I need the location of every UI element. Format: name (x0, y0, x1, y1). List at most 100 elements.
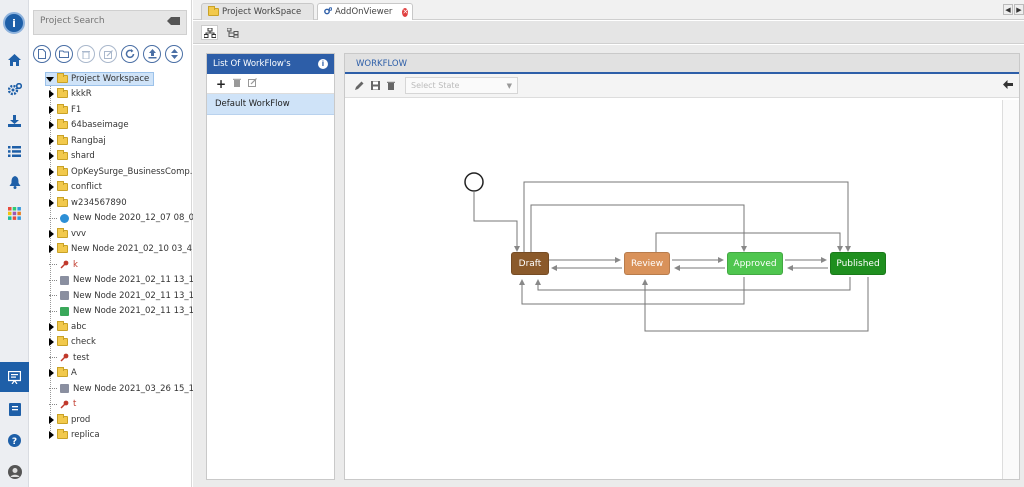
tab-project-workspace[interactable]: Project WorkSpace (201, 3, 314, 20)
tree-item-label: prod (71, 414, 91, 425)
tree-item[interactable]: k (49, 258, 78, 272)
project-search-box[interactable] (33, 10, 187, 35)
apps-grid-icon[interactable] (7, 206, 22, 221)
tree-item[interactable]: New Node 2021_03_26 15_1... (49, 382, 202, 396)
sort-icon[interactable] (165, 45, 183, 63)
select-state-dropdown[interactable]: Select State ▼ (405, 77, 518, 94)
tree-item[interactable]: check (49, 335, 96, 349)
tree-item-label: abc (71, 321, 87, 332)
expand-icon[interactable] (49, 369, 54, 377)
delete-icon[interactable] (77, 45, 95, 63)
workflow-toolbar: Select State ▼ (345, 74, 1019, 98)
edit-icon[interactable] (99, 45, 117, 63)
state-label: Approved (733, 258, 777, 269)
book-icon[interactable] (7, 402, 22, 417)
open-folder-icon[interactable] (55, 45, 73, 63)
arrow-left-icon[interactable] (1003, 80, 1013, 92)
add-icon[interactable]: + (216, 76, 227, 91)
tree-item[interactable]: replica (49, 428, 100, 442)
state-node-published[interactable]: Published (830, 252, 886, 275)
pin-icon (60, 260, 69, 269)
tree-item[interactable]: kkkR (49, 87, 92, 101)
tree-item[interactable]: New Node 2021_02_10 03_4... (49, 242, 200, 256)
tree-item[interactable]: New Node 2021_02_11 13_1... (49, 273, 202, 287)
tree-item-label: A (71, 368, 77, 378)
presentation-icon[interactable] (7, 370, 22, 385)
tree-item[interactable]: vvv (49, 227, 86, 241)
tree-item[interactable]: conflict (49, 180, 102, 194)
tree-item[interactable]: w234567890 (49, 196, 127, 210)
workflow-list-item[interactable]: Default WorkFlow (207, 94, 334, 115)
app-logo[interactable]: i (3, 12, 25, 34)
close-tab-icon[interactable]: ✕ (402, 7, 409, 17)
tree-root-project-workspace[interactable]: Project Workspace (45, 72, 155, 86)
tabs-scroll-right-icon[interactable]: ▶ (1014, 4, 1024, 15)
tabs-scroll-left-icon[interactable]: ◀ (1003, 4, 1013, 15)
tree-item[interactable]: A (49, 366, 77, 380)
avatar-icon[interactable] (7, 464, 22, 479)
pin-icon (60, 400, 69, 409)
tree-item[interactable]: New Node 2021_02_11 13_1... (49, 289, 202, 303)
list-icon[interactable] (7, 144, 22, 159)
bell-icon[interactable] (7, 175, 22, 190)
trash-icon[interactable] (386, 80, 396, 90)
edit-icon[interactable] (248, 77, 257, 90)
expand-icon[interactable] (49, 121, 54, 129)
tree-item[interactable]: abc (49, 320, 86, 334)
tree-item-label: New Node 2021_02_11 13_1... (73, 306, 203, 316)
expand-icon[interactable] (49, 152, 54, 160)
tab-addonviewer[interactable]: AddOnViewer ✕ (317, 3, 413, 20)
state-node-review[interactable]: Review (624, 252, 670, 275)
tree-connector (49, 388, 57, 389)
gears-icon[interactable] (7, 82, 22, 97)
folder-icon (57, 196, 68, 207)
expand-icon[interactable] (49, 183, 54, 191)
tab-label: Project WorkSpace (222, 7, 302, 17)
expand-icon[interactable] (49, 167, 54, 176)
info-icon[interactable]: i (318, 59, 328, 69)
upload-icon[interactable] (143, 45, 161, 63)
tree-item[interactable]: New Node 2020_12_07 08_0... (49, 211, 202, 225)
expand-icon[interactable] (49, 322, 54, 331)
delete-icon[interactable] (233, 78, 242, 90)
tree-item[interactable]: OpKeySurge_BusinessComp... (49, 165, 198, 179)
new-file-icon[interactable] (33, 45, 51, 63)
eraser-icon[interactable] (167, 17, 180, 29)
state-node-draft[interactable]: Draft (511, 252, 549, 275)
tree-item-label: New Node 2020_12_07 08_0... (73, 213, 203, 223)
project-search-input[interactable] (40, 16, 160, 26)
tree-item[interactable]: prod (49, 413, 90, 427)
tree-item[interactable]: Rangbaj (49, 134, 106, 148)
expand-icon[interactable] (49, 105, 54, 114)
expand-icon[interactable] (49, 136, 54, 145)
expand-icon[interactable] (49, 431, 54, 439)
tree-item[interactable]: t (49, 397, 76, 411)
expand-icon[interactable] (49, 245, 54, 253)
tree-item[interactable]: test (49, 351, 89, 365)
tab-workflow[interactable]: WORKFLOW (356, 59, 407, 69)
expand-icon[interactable] (49, 415, 54, 424)
project-tree-panel: Project Workspace kkkR F164baseimageRangb… (29, 0, 222, 487)
expand-icon[interactable] (49, 229, 54, 238)
expand-icon[interactable] (49, 338, 54, 346)
download-icon[interactable] (7, 113, 22, 128)
collapse-icon[interactable] (46, 76, 54, 82)
refresh-icon[interactable] (121, 45, 139, 63)
tree-item[interactable]: shard (49, 149, 95, 163)
folder-icon (57, 134, 68, 145)
tree-item[interactable]: 64baseimage (49, 118, 129, 132)
tree-item-label: Project Workspace (71, 74, 150, 84)
pencil-icon[interactable] (354, 80, 364, 90)
expand-icon[interactable] (49, 90, 54, 98)
home-icon[interactable] (7, 52, 22, 67)
workflow-view-icon[interactable] (201, 25, 218, 40)
state-node-approved[interactable]: Approved (727, 252, 783, 275)
tree-item-label: w234567890 (71, 197, 127, 208)
tree-item[interactable]: New Node 2021_02_11 13_1... (49, 304, 202, 318)
tree-item[interactable]: F1 (49, 103, 81, 117)
hierarchy-view-icon[interactable] (224, 25, 241, 40)
save-icon[interactable] (370, 80, 380, 90)
tab-bar: Project WorkSpace AddOnViewer ✕ ◀ ▶ (193, 0, 1024, 20)
expand-icon[interactable] (49, 198, 54, 207)
help-icon[interactable]: ? (7, 433, 22, 448)
